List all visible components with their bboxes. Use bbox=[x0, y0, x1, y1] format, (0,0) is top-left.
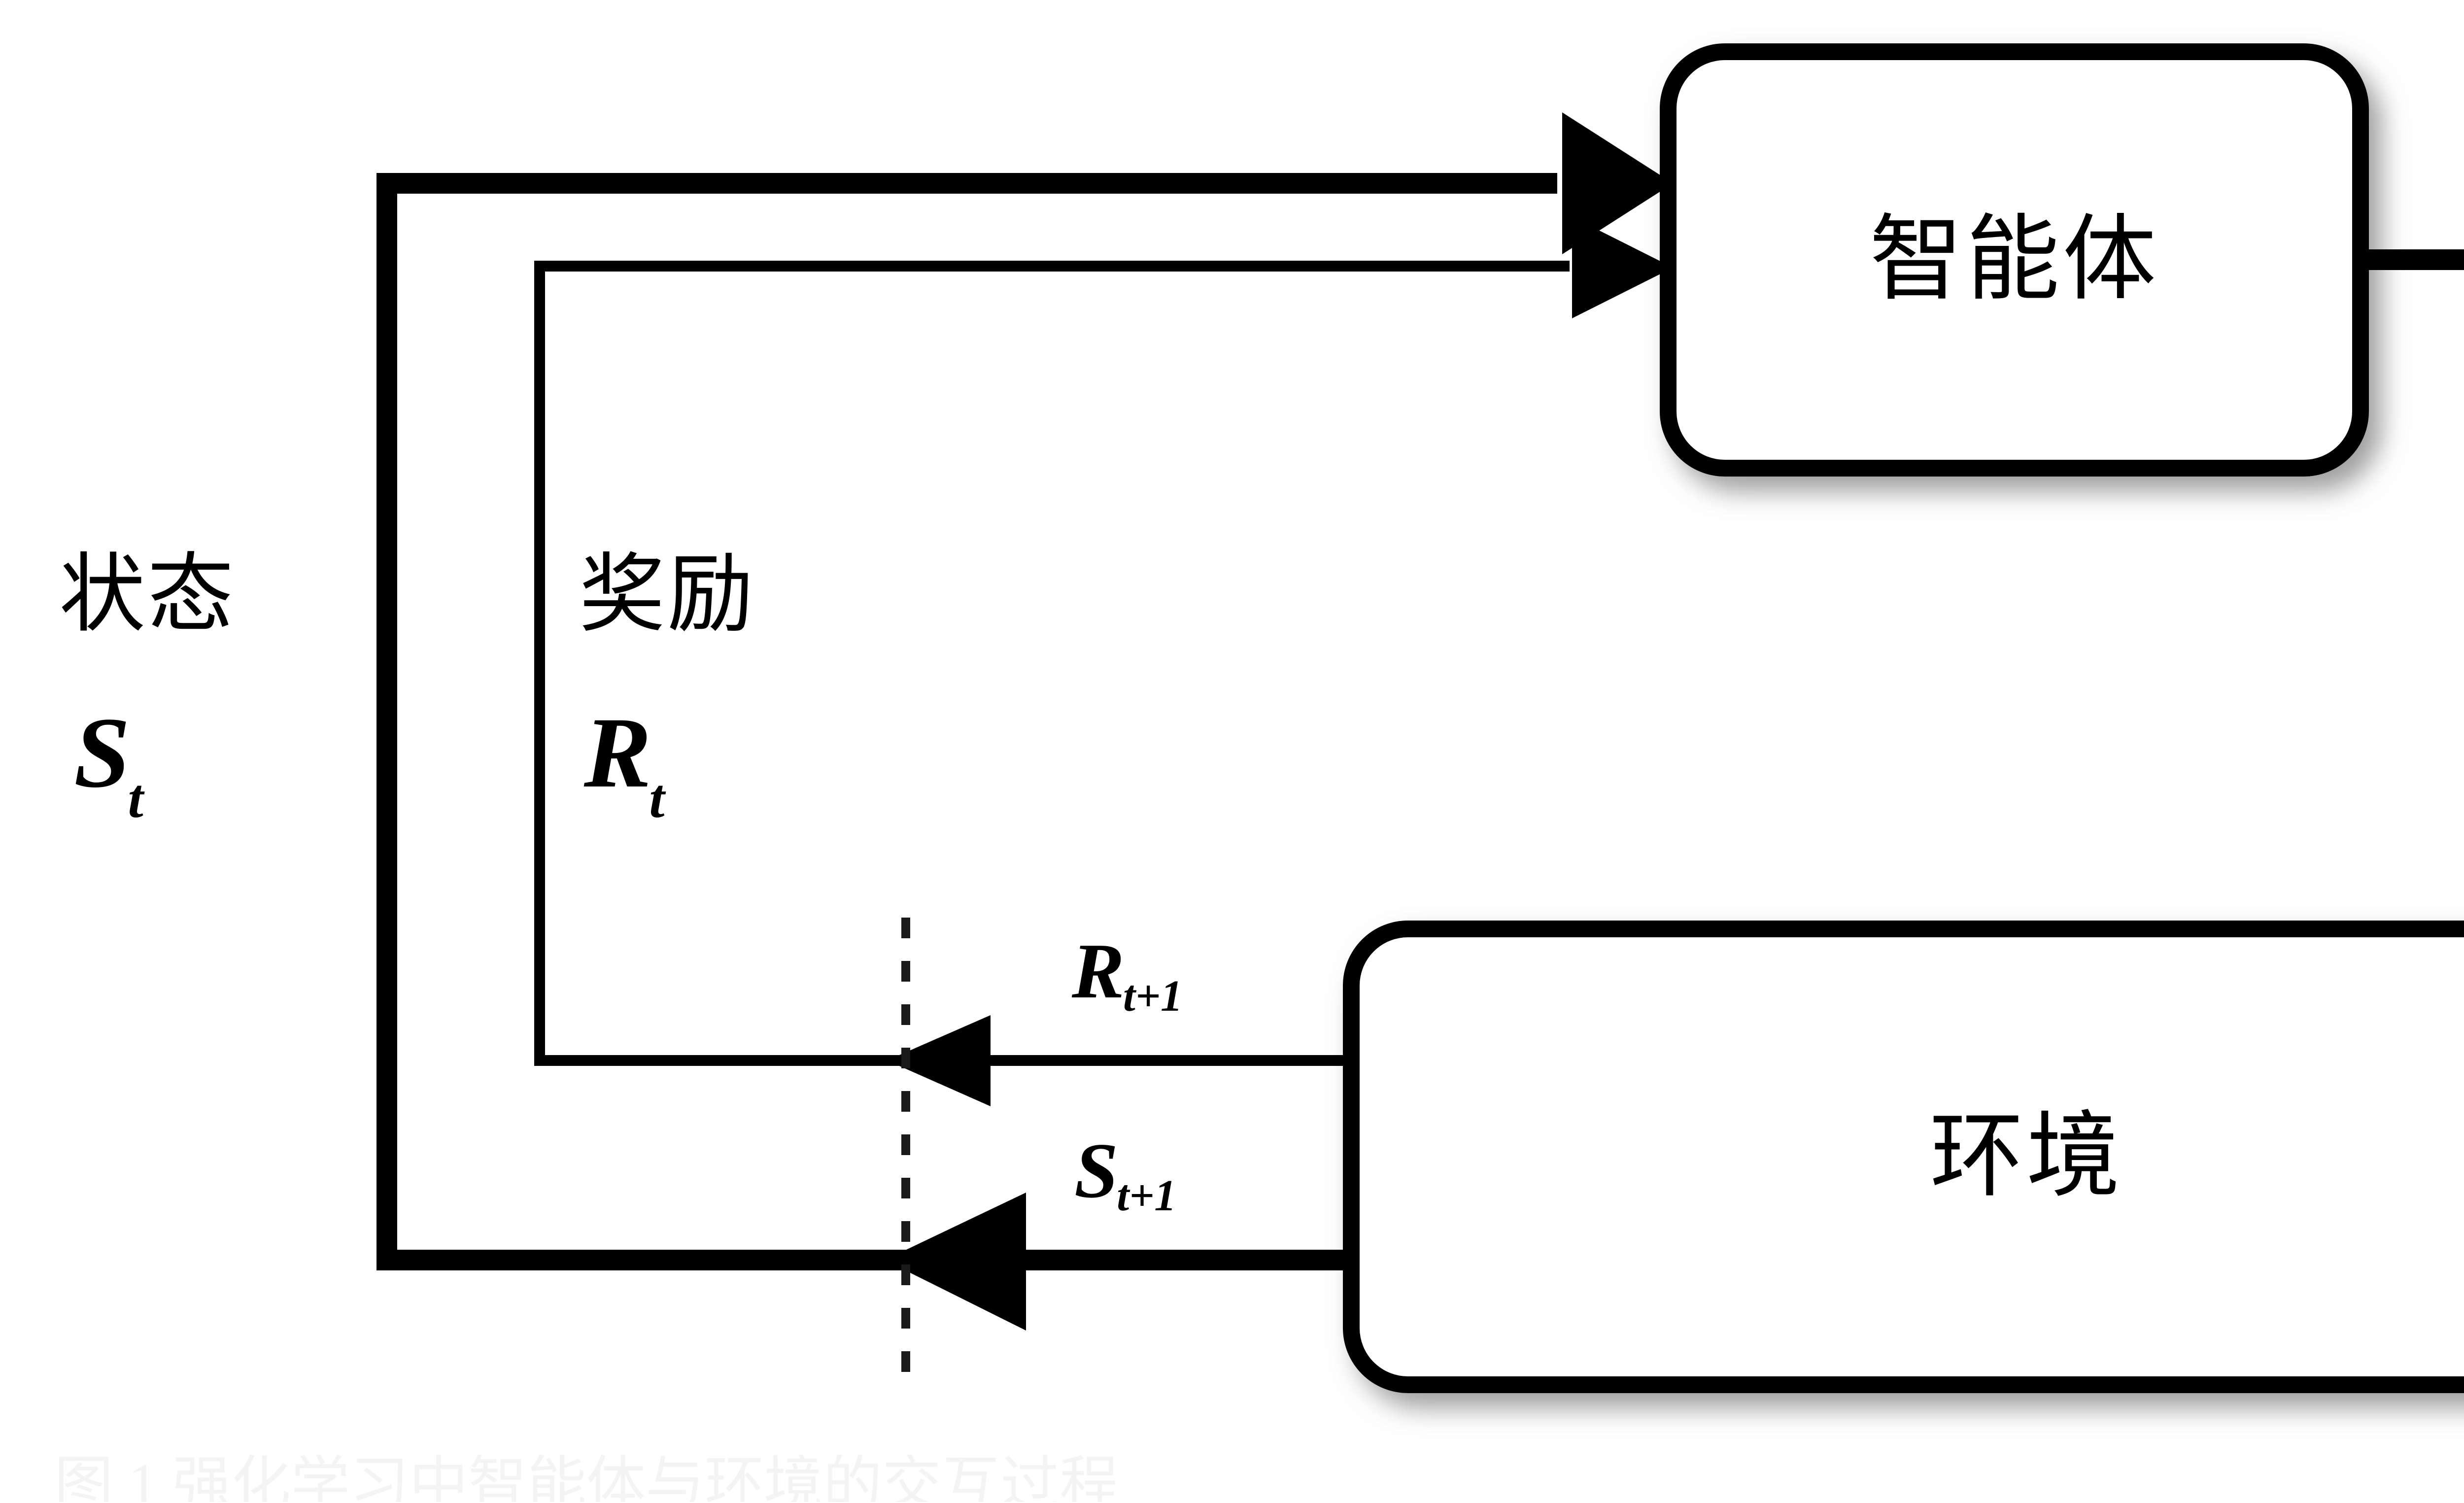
reward-label-word: 奖励 bbox=[579, 547, 755, 643]
reward-next-base: R bbox=[1072, 927, 1125, 1015]
reward-arrowhead-agent bbox=[1572, 217, 1673, 318]
state-next-edge bbox=[885, 1193, 1351, 1331]
reward-label-symbol: Rt bbox=[584, 702, 667, 827]
state-symbol-base: S bbox=[74, 697, 131, 809]
reward-edge-path bbox=[534, 217, 1673, 1066]
reward-next-edge-label: Rt+1 bbox=[1072, 931, 1184, 1018]
state-next-arrowhead bbox=[885, 1193, 1026, 1331]
reward-next-arrowhead bbox=[887, 1015, 991, 1106]
agent-box[interactable] bbox=[1660, 43, 2369, 477]
state-next-edge-label: St+1 bbox=[1074, 1131, 1178, 1218]
state-label-symbol: St bbox=[74, 702, 145, 827]
state-arrowhead-agent bbox=[1562, 112, 1673, 254]
state-label-word: 状态 bbox=[59, 547, 236, 643]
state-next-base: S bbox=[1074, 1127, 1118, 1214]
state-symbol-subscript: t bbox=[128, 768, 143, 830]
reward-next-edge bbox=[887, 1015, 1351, 1106]
reward-symbol-subscript: t bbox=[649, 768, 665, 830]
reward-next-subscript: t+1 bbox=[1123, 971, 1183, 1021]
state-next-subscript: t+1 bbox=[1117, 1171, 1177, 1220]
figure-caption: 图 1 强化学习中智能体与环境的交互过程 bbox=[54, 1455, 1119, 1502]
state-edge-path bbox=[376, 112, 1673, 1270]
reward-symbol-base: R bbox=[584, 697, 651, 809]
environment-box[interactable] bbox=[1343, 921, 2464, 1393]
